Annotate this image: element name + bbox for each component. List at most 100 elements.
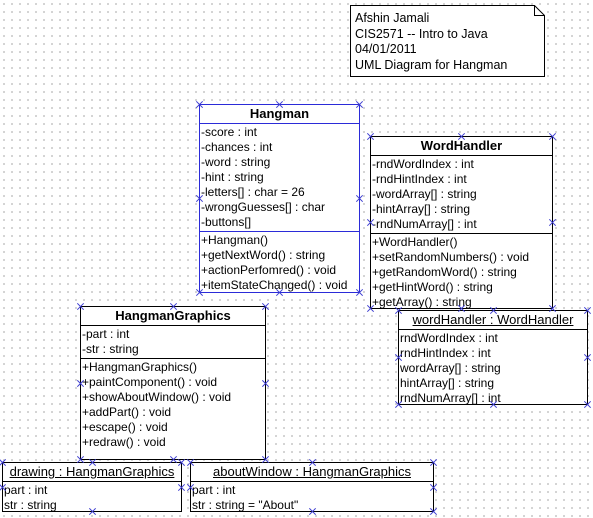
method: +paintComponent() : void bbox=[82, 375, 218, 389]
note-shape bbox=[350, 5, 545, 77]
selection-handle[interactable] bbox=[549, 219, 556, 226]
selection-handle[interactable] bbox=[584, 401, 591, 408]
method: +WordHandler() bbox=[372, 235, 458, 249]
slot: part : int bbox=[4, 483, 48, 497]
attribute: -score : int bbox=[201, 125, 258, 139]
selection-handle[interactable] bbox=[89, 508, 96, 515]
selection-handle[interactable] bbox=[356, 101, 363, 108]
method: +getNextWord() : string bbox=[201, 248, 326, 262]
attribute: -wrongGuesses[] : char bbox=[201, 200, 326, 214]
selection-handle[interactable] bbox=[458, 305, 465, 312]
object-name: aboutWindow : HangmanGraphics bbox=[191, 463, 433, 482]
selection-handle[interactable] bbox=[262, 456, 269, 463]
selection-handle[interactable] bbox=[395, 401, 402, 408]
slot: str : string bbox=[4, 498, 57, 512]
class-name: Hangman bbox=[200, 105, 359, 124]
slot: rndNumArray[] : int bbox=[400, 391, 501, 405]
selection-handle[interactable] bbox=[430, 484, 437, 491]
slot: wordArray[] : string bbox=[400, 361, 501, 375]
attribute: -letters[] : char = 26 bbox=[201, 185, 305, 199]
class-hangman[interactable]: Hangman -score : int -chances : int -wor… bbox=[199, 104, 360, 293]
selection-handle[interactable] bbox=[549, 305, 556, 312]
method: +Hangman() bbox=[201, 233, 269, 247]
selection-handle[interactable] bbox=[395, 354, 402, 361]
attribute: -rndNumArray[] : int bbox=[372, 217, 477, 231]
method: +HangmanGraphics() bbox=[82, 360, 198, 374]
note-author: Afshin Jamali bbox=[355, 11, 430, 25]
selection-handle[interactable] bbox=[196, 101, 203, 108]
selection-handle[interactable] bbox=[430, 508, 437, 515]
slot: rndHintIndex : int bbox=[400, 346, 491, 360]
class-name: HangmanGraphics bbox=[81, 307, 265, 326]
selection-handle[interactable] bbox=[196, 289, 203, 296]
selection-handle[interactable] bbox=[77, 303, 84, 310]
class-word-handler[interactable]: WordHandler -rndWordIndex : int -rndHint… bbox=[370, 136, 553, 309]
class-hangman-graphics[interactable]: HangmanGraphics -part : int -str : strin… bbox=[80, 306, 266, 460]
selection-handle[interactable] bbox=[367, 305, 374, 312]
selection-handle[interactable] bbox=[77, 380, 84, 387]
method: +showAboutWindow() : void bbox=[82, 390, 232, 404]
method: +getRandomWord() : string bbox=[372, 265, 517, 279]
selection-handle[interactable] bbox=[584, 307, 591, 314]
selection-handle[interactable] bbox=[178, 459, 185, 466]
method: +itemStateChanged() : void bbox=[201, 278, 348, 292]
note-date: 04/01/2011 bbox=[355, 42, 417, 56]
slot: rndWordIndex : int bbox=[400, 331, 498, 345]
selection-handle[interactable] bbox=[262, 380, 269, 387]
selection-handle[interactable] bbox=[276, 101, 283, 108]
selection-handle[interactable] bbox=[262, 303, 269, 310]
attribute: -hint : string bbox=[201, 170, 264, 184]
selection-handle[interactable] bbox=[196, 195, 203, 202]
methods-section: +WordHandler() +setRandomNumbers() : voi… bbox=[371, 233, 552, 311]
slots-section: part : int str : string = "About" bbox=[191, 482, 433, 514]
selection-handle[interactable] bbox=[309, 508, 316, 515]
attribute: -rndWordIndex : int bbox=[372, 157, 474, 171]
method: +redraw() : void bbox=[82, 435, 166, 449]
attribute: -part : int bbox=[82, 327, 130, 341]
slots-section: part : int str : string bbox=[3, 482, 181, 514]
selection-handle[interactable] bbox=[178, 484, 185, 491]
method: +actionPerfomred() : void bbox=[201, 263, 337, 277]
selection-handle[interactable] bbox=[458, 133, 465, 140]
selection-handle[interactable] bbox=[367, 133, 374, 140]
attributes-section: -part : int -str : string bbox=[81, 326, 265, 358]
selection-handle[interactable] bbox=[356, 195, 363, 202]
selection-handle[interactable] bbox=[549, 133, 556, 140]
selection-handle[interactable] bbox=[187, 484, 194, 491]
method: +getArray() : string bbox=[372, 295, 472, 309]
selection-handle[interactable] bbox=[309, 459, 316, 466]
selection-handle[interactable] bbox=[395, 307, 402, 314]
methods-section: +HangmanGraphics() +paintComponent() : v… bbox=[81, 358, 265, 451]
selection-handle[interactable] bbox=[356, 289, 363, 296]
method: +setRandomNumbers() : void bbox=[372, 250, 530, 264]
object-about-window[interactable]: aboutWindow : HangmanGraphics part : int… bbox=[190, 462, 434, 512]
object-drawing[interactable]: drawing : HangmanGraphics part : int str… bbox=[2, 462, 182, 512]
selection-handle[interactable] bbox=[0, 484, 6, 491]
selection-handle[interactable] bbox=[170, 303, 177, 310]
method: +addPart() : void bbox=[82, 405, 172, 419]
slot: hintArray[] : string bbox=[400, 376, 495, 390]
object-name: drawing : HangmanGraphics bbox=[3, 463, 181, 482]
attribute: -str : string bbox=[82, 342, 139, 356]
selection-handle[interactable] bbox=[170, 456, 177, 463]
note-description: UML Diagram for Hangman bbox=[355, 57, 508, 72]
attribute: -word : string bbox=[201, 155, 271, 169]
selection-handle[interactable] bbox=[367, 219, 374, 226]
selection-handle[interactable] bbox=[77, 456, 84, 463]
selection-handle[interactable] bbox=[0, 459, 6, 466]
selection-handle[interactable] bbox=[490, 307, 497, 314]
object-word-handler[interactable]: wordHandler : WordHandler rndWordIndex :… bbox=[398, 310, 588, 405]
slots-section: rndWordIndex : int rndHintIndex : int wo… bbox=[399, 330, 587, 407]
author-note: Afshin Jamali CIS2571 -- Intro to Java 0… bbox=[350, 5, 545, 77]
selection-handle[interactable] bbox=[276, 289, 283, 296]
selection-handle[interactable] bbox=[89, 459, 96, 466]
methods-section: +Hangman() +getNextWord() : string +acti… bbox=[200, 231, 359, 294]
selection-handle[interactable] bbox=[430, 459, 437, 466]
attributes-section: -score : int -chances : int -word : stri… bbox=[200, 124, 359, 231]
object-name: wordHandler : WordHandler bbox=[399, 311, 587, 330]
attribute: -chances : int bbox=[201, 140, 273, 154]
slot: part : int bbox=[192, 483, 236, 497]
selection-handle[interactable] bbox=[584, 354, 591, 361]
selection-handle[interactable] bbox=[187, 459, 194, 466]
selection-handle[interactable] bbox=[490, 401, 497, 408]
